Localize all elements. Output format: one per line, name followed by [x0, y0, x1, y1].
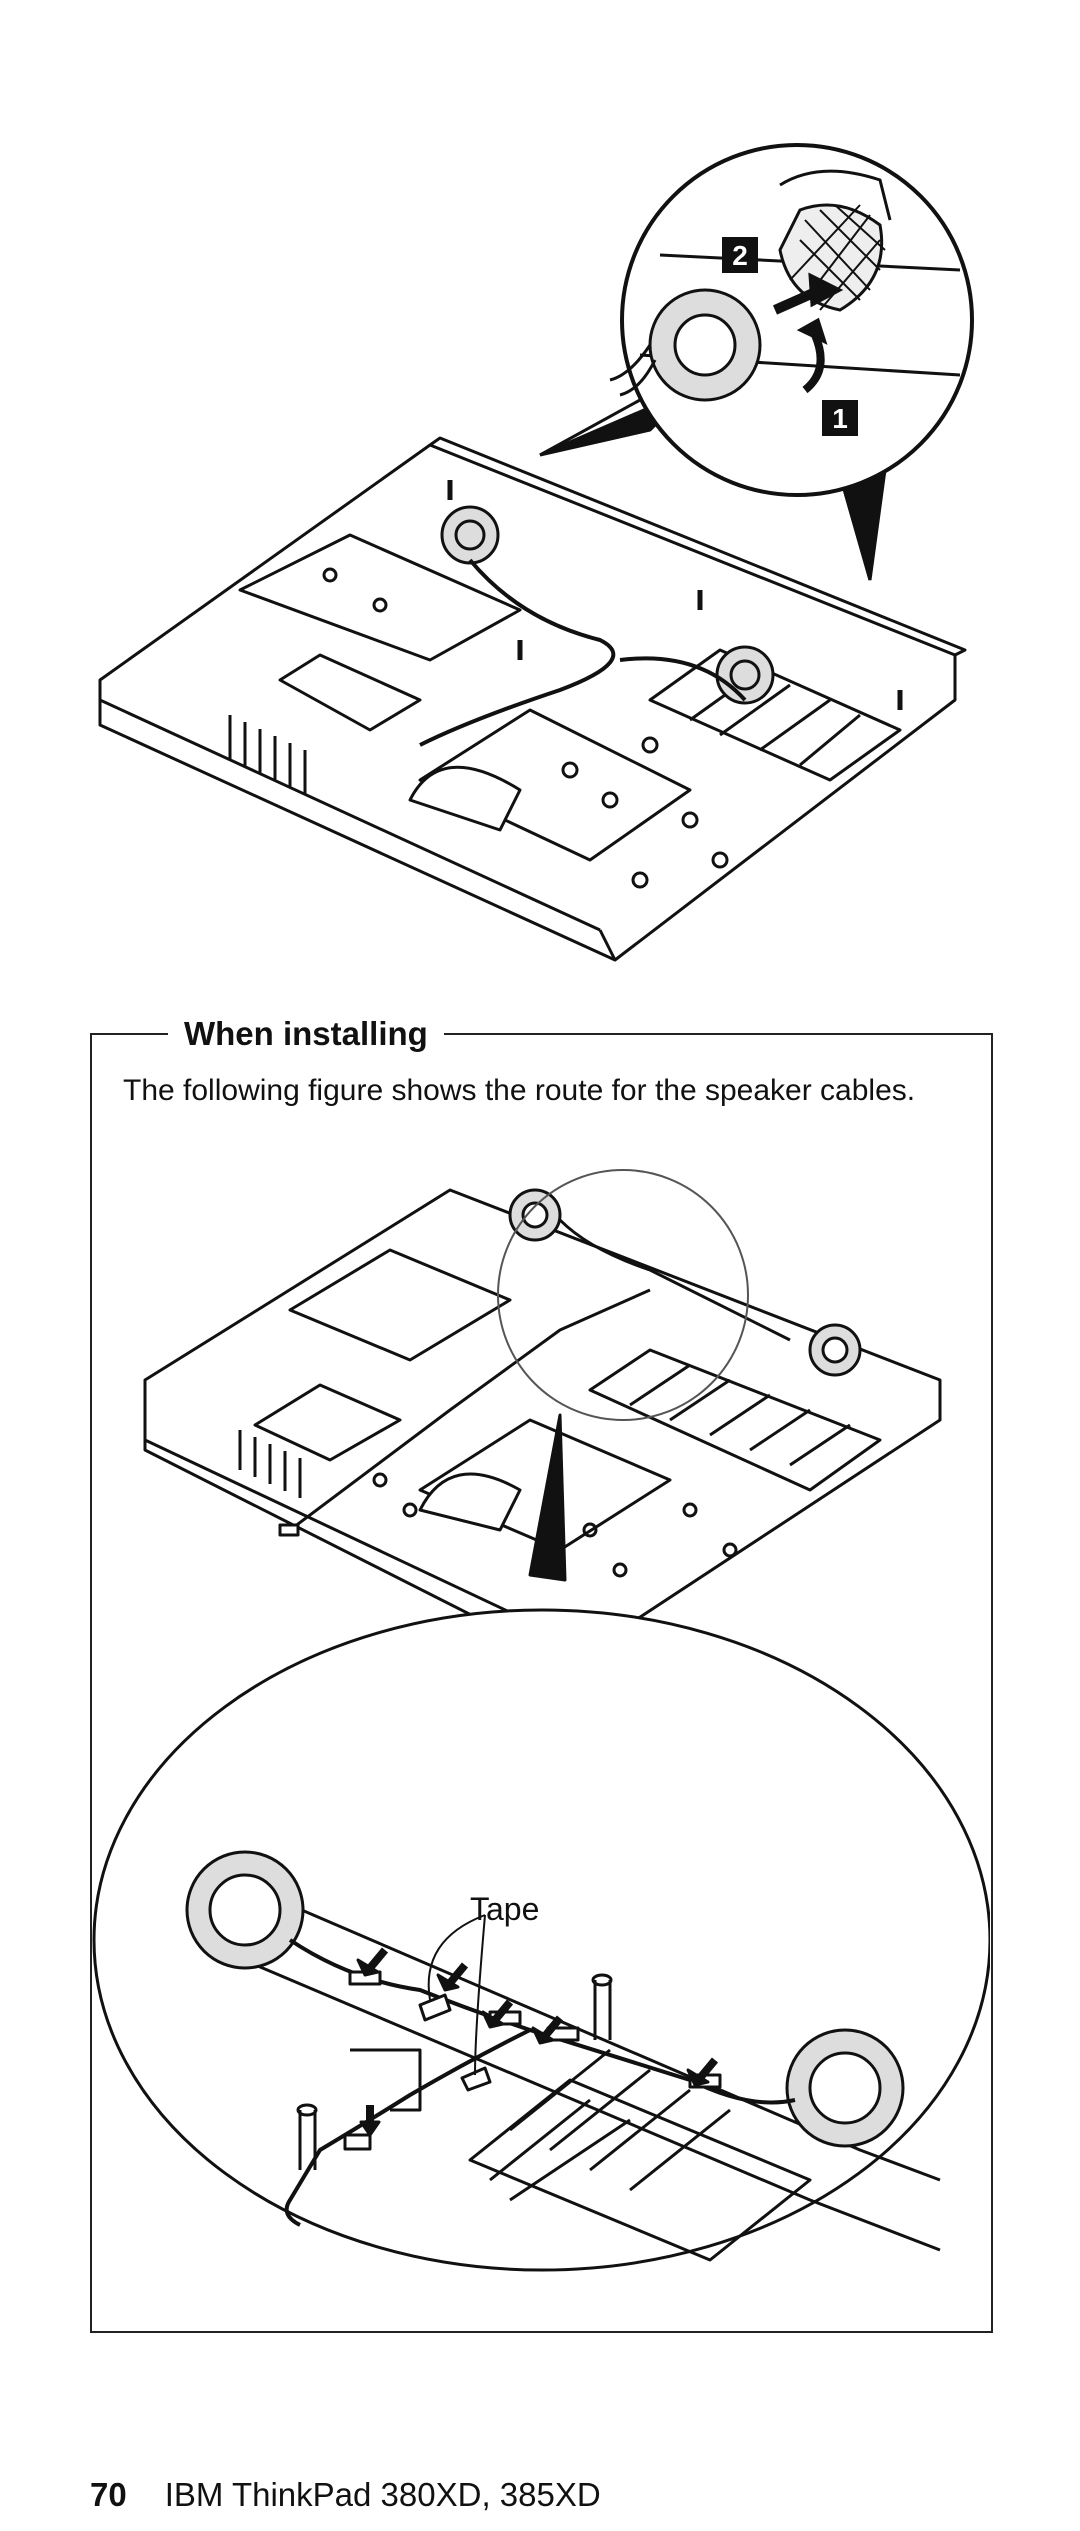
cable-detail [92, 1608, 990, 2272]
callout-badges: 2 1 [722, 237, 858, 436]
route-cable [289, 1218, 791, 1532]
page-number: 70 [90, 2476, 127, 2513]
tape-piece-1 [418, 1993, 452, 2022]
route-zoom-ring [497, 1169, 749, 1421]
note-text: The following figure shows the route for… [123, 1074, 916, 1107]
callout-2: 2 [732, 240, 748, 271]
speaker-right [715, 645, 775, 705]
speaker-removal-figure: 2 1 [98, 143, 974, 962]
cable-route-figure: Tape [92, 1169, 990, 2272]
note-title: When installing [168, 1014, 444, 1054]
page-footer: 70 IBM ThinkPad 380XD, 385XD [90, 2475, 601, 2515]
speaker-cable [419, 558, 616, 747]
tape-piece-2 [460, 2066, 492, 2092]
zoom-callout [539, 143, 974, 581]
callout-1: 1 [832, 403, 848, 434]
tape-label: Tape [470, 1891, 539, 1927]
footer-title: IBM ThinkPad 380XD, 385XD [164, 2476, 601, 2513]
when-installing-box [90, 1033, 993, 2333]
speaker-left [440, 505, 500, 565]
